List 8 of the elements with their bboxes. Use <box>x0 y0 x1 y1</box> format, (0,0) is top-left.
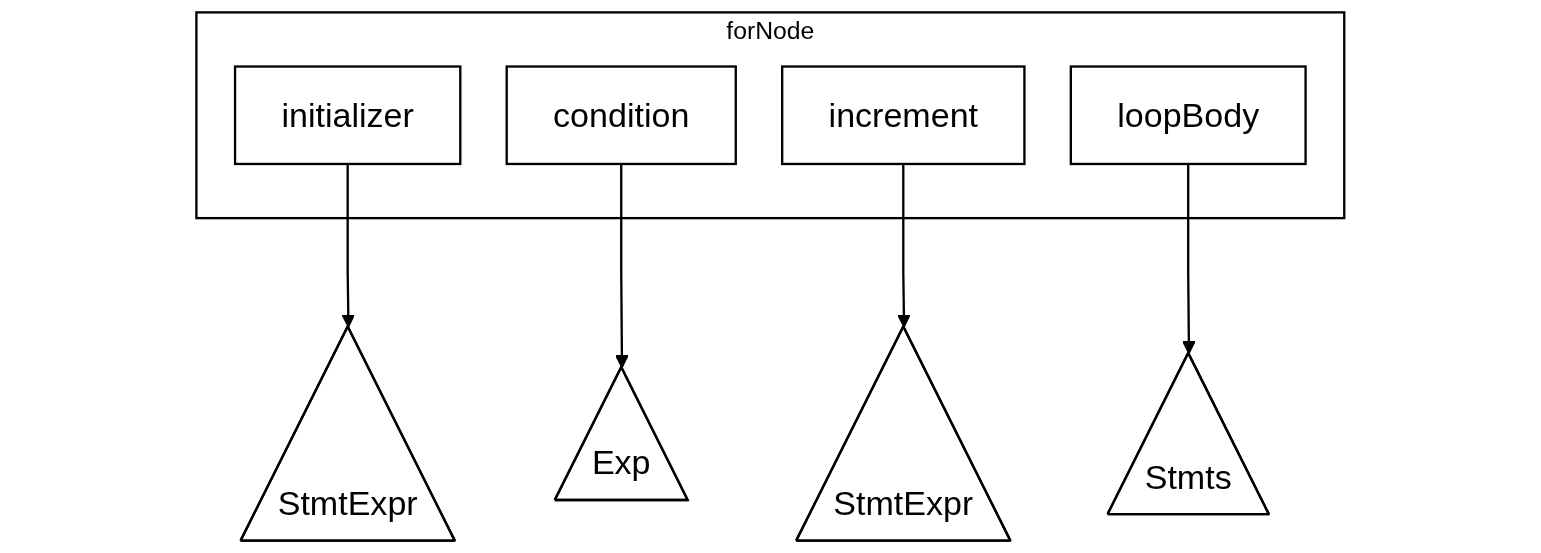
arrow <box>615 164 629 369</box>
node-box: loopBody <box>1069 65 1307 166</box>
arrow <box>1182 164 1196 355</box>
arrow <box>897 164 911 328</box>
node-box: initializer <box>234 65 462 166</box>
node-box: condition <box>505 65 738 166</box>
arrow <box>341 164 356 328</box>
node-box: increment <box>781 65 1026 166</box>
